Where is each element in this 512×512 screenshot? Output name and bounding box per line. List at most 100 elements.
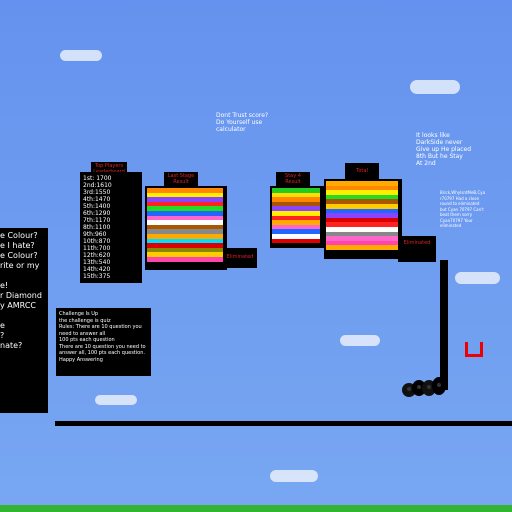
player-color-swatch [147, 197, 223, 202]
result-row [326, 226, 400, 232]
player-color-swatch [326, 245, 398, 250]
note-line: DarkSide never [416, 139, 463, 146]
player-color-swatch [147, 188, 223, 193]
note-line: calculator [216, 126, 246, 133]
player-color-swatch [326, 199, 398, 204]
note-line: round to eliminated [440, 201, 480, 206]
challenge-line: answer all, 100 pts each question. [59, 350, 145, 356]
question-line: r Diamond [0, 291, 42, 300]
player-color-swatch [326, 213, 398, 218]
player-color-swatch [147, 229, 223, 234]
board-title: Last Stage Result [164, 172, 198, 186]
note-text: It looks like DarkSide never Give up He … [416, 132, 496, 167]
note-text: Brick,WhyIsntMeB,Cya r70797 Had a close … [440, 190, 510, 229]
question-line [0, 311, 48, 321]
result-row [147, 192, 225, 198]
result-row [147, 201, 225, 207]
result-row [147, 252, 225, 257]
player-color-swatch [272, 197, 320, 202]
challenge-line: 100 pts each question [59, 337, 115, 343]
leaderboard-entry: 7th:1170 [83, 217, 111, 224]
player-color-swatch [272, 215, 320, 221]
result-row [147, 224, 225, 230]
result-row [326, 199, 400, 204]
cloud [60, 50, 102, 61]
result-row [326, 222, 400, 227]
challenge-line: the challenge is quiz [59, 317, 111, 324]
question-line: y AMRCC [0, 301, 36, 310]
cloud [455, 272, 500, 284]
note-line: At 2nd [416, 160, 436, 167]
question-line: rite or my [0, 261, 40, 270]
result-row [147, 247, 225, 253]
challenge-line: Rules: There are 10 question you [59, 324, 142, 330]
player-color-swatch [326, 236, 398, 241]
result-row [326, 217, 400, 223]
result-row [272, 233, 322, 239]
result-row [326, 181, 400, 186]
result-row [272, 210, 322, 216]
result-row [326, 203, 400, 209]
note-line: but Cyan 70797 Can't [440, 206, 484, 212]
leaderboard-entry: 15th:375 [83, 273, 111, 280]
black-pole [440, 260, 448, 390]
leaderboard-entry: 3rd:1550 [83, 189, 111, 196]
question-line [0, 271, 48, 281]
result-row [147, 243, 225, 248]
result-row [147, 229, 225, 234]
result-row [272, 206, 322, 211]
result-row [326, 208, 400, 214]
question-line: ? [0, 331, 5, 340]
player-color-swatch [147, 224, 223, 230]
result-row [147, 206, 225, 211]
result-row [272, 192, 322, 198]
player-color-swatch [326, 203, 398, 209]
player-color-swatch [147, 256, 223, 262]
cloud [340, 335, 380, 346]
tire-pile [402, 377, 446, 397]
leaderboard-entry: 10th:870 [83, 238, 111, 245]
player-color-swatch [326, 217, 398, 223]
player-color-swatch [147, 247, 223, 253]
player-color-swatch [326, 190, 398, 195]
question-line: e I hate? [0, 241, 35, 250]
player-color-swatch [147, 238, 223, 244]
result-row [147, 188, 225, 193]
leaderboard-panel: 1st: 1700 2nd:1610 3rd:1550 4th:1470 5th… [80, 172, 142, 283]
player-color-swatch [272, 192, 320, 198]
note-text: Dont Trust score? Do Yourself use calcul… [216, 112, 296, 133]
result-row [326, 236, 400, 241]
leaderboard-entry: 2nd:1610 [83, 182, 112, 189]
result-row [272, 224, 322, 230]
player-color-swatch [326, 181, 398, 186]
challenge-panel: Challenge Is Up the challenge is quiz Ru… [56, 308, 151, 376]
result-row [326, 185, 400, 191]
note-line: Do Yourself use [216, 119, 263, 126]
note-line: Brick,WhyIsntMeB,Cya [440, 190, 486, 195]
note-line: 8th But he Stay [416, 153, 463, 160]
stage-floor [55, 421, 512, 426]
question-line: e Colour? [0, 231, 38, 240]
leaderboard-entry: 13th:540 [83, 259, 111, 266]
leaderboard-entry: 11th:700 [83, 245, 111, 252]
red-bracket-object [465, 342, 483, 357]
result-row [147, 220, 225, 225]
player-color-swatch [272, 210, 320, 216]
note-line: beat them sorry [440, 212, 473, 217]
result-row [272, 220, 322, 225]
player-color-swatch [272, 238, 320, 244]
result-row [147, 238, 225, 244]
cloud [410, 80, 460, 94]
player-color-swatch [147, 215, 223, 221]
note-line: r70797 Had a close [440, 195, 479, 201]
player-color-swatch [326, 231, 398, 237]
ground-grass [0, 505, 512, 512]
player-color-swatch [147, 233, 223, 239]
result-row [326, 231, 400, 237]
player-color-swatch [147, 206, 223, 211]
result-row [326, 194, 400, 200]
leaderboard-entry: 4th:1470 [83, 196, 111, 203]
leaderboard-entry: 6th:1290 [83, 210, 111, 217]
leaderboard-entry: 1st: 1700 [83, 175, 112, 182]
cloud [270, 470, 318, 482]
